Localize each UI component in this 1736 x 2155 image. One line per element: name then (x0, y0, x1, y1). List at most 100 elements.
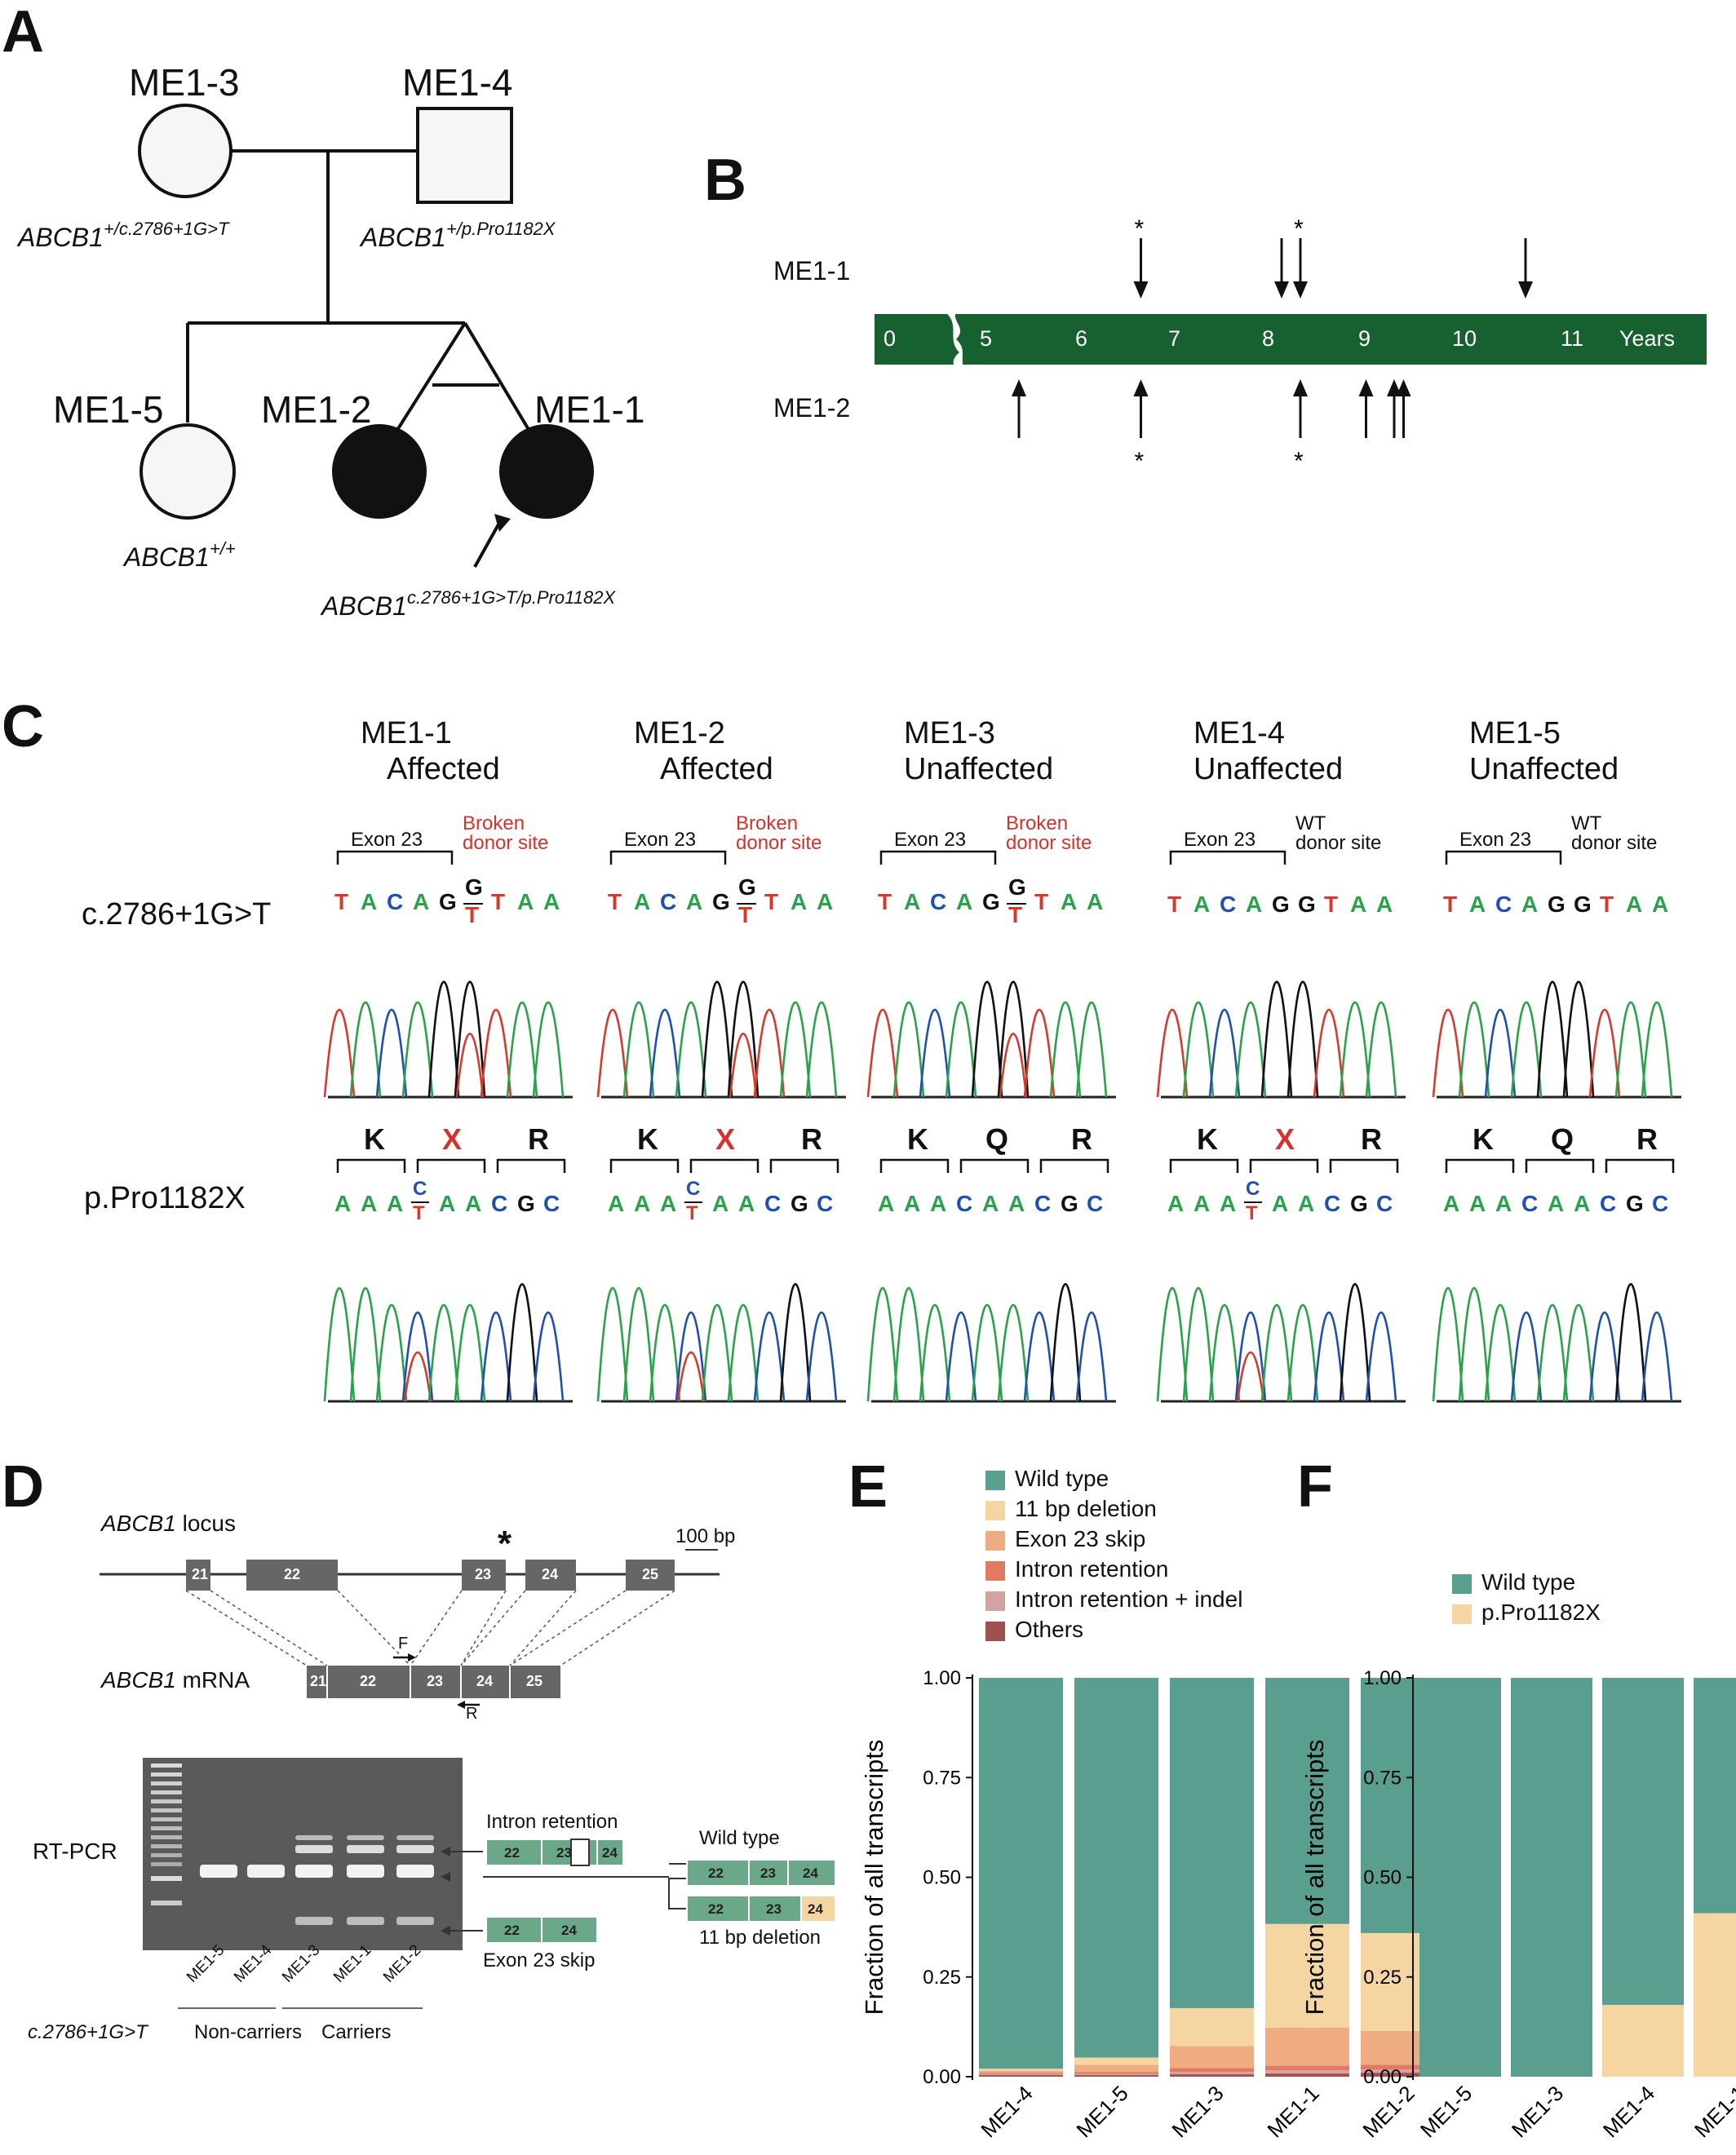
bar-1-intron-retention (1074, 2072, 1158, 2074)
col-4-trace1-peak-7 (1614, 1001, 1647, 1098)
col-1-aa-left: K (637, 1122, 658, 1156)
y-axis-title: Fraction of all transcripts (860, 1740, 888, 2016)
y-tick-label-0: 0.00 (923, 2066, 961, 2088)
legend-label-5: Others (1015, 1617, 1084, 1642)
row1-variant-label: c.2786+1G>T (82, 897, 272, 931)
col-4-aa-bracket-2 (1605, 1158, 1675, 1173)
bar-0-wild-type (979, 1678, 1063, 2069)
col-0-site-line2: donor site (463, 832, 549, 854)
col-2-trace1-peak-5 (997, 980, 1030, 1098)
col-1-seq2-het-t: T (686, 1202, 698, 1224)
col-2-site-line2: donor site (1006, 832, 1092, 854)
panel-label-c: C (2, 694, 44, 759)
col-0-seq2-base-2: A (387, 1191, 404, 1216)
col-1-aa-right: R (801, 1122, 822, 1156)
mrna-22-label: 22 (360, 1673, 377, 1689)
bar-2-wild-type (1170, 1678, 1254, 2008)
col-2-seq2-base-7: G (1061, 1191, 1078, 1216)
col-3-seq1-base-0: T (1167, 892, 1182, 917)
col-2-aa-bracket-2 (1039, 1158, 1109, 1173)
legend-swatch-2 (985, 1531, 1005, 1551)
col-1-seq1-base-2: C (660, 889, 677, 914)
col-3-exon: Exon 23 (1184, 829, 1256, 851)
intron-retention-label: Intron retention (486, 1811, 618, 1833)
col-0-seq1-base-8: A (543, 889, 560, 914)
legend-swatch-0 (985, 1471, 1005, 1490)
col-0-trace2-peak-4 (427, 1304, 460, 1402)
col-4-site-line2: donor site (1571, 832, 1658, 854)
panel-label-b: B (704, 148, 746, 213)
col-4-trace2-peak-7 (1614, 1282, 1647, 1402)
noncarriers-label: Non-carriers (194, 2021, 303, 2043)
col-2-trace2-peak-3 (945, 1311, 977, 1402)
primer-r-label: R (466, 1705, 478, 1723)
col-4-seq2-base-4: A (1548, 1191, 1565, 1216)
col-2-seq1-base-8: A (1087, 889, 1104, 914)
legend-swatch-1 (985, 1501, 1005, 1520)
col-2-status: Unaffected (904, 752, 1054, 786)
timeline-bar (875, 314, 1707, 365)
col-2-aa-bracket-1 (959, 1158, 1030, 1173)
legend-label-2: Exon 23 skip (1015, 1526, 1146, 1551)
col-2-trace1-peak-0 (866, 1008, 899, 1098)
col-1-trace1-peak-6 (753, 1008, 786, 1098)
bar-2-exon-23-skip (1170, 2046, 1254, 2069)
bar-2-wild-type (1602, 1678, 1684, 2005)
gel-lane-4-upper-band (396, 1845, 434, 1853)
col-1-seq1-base-0: T (608, 889, 622, 914)
col-3-trace1-peak-2 (1208, 1008, 1241, 1098)
col-4-trace1-peak-0 (1432, 1008, 1464, 1098)
skip-24: 24 (561, 1923, 577, 1938)
col-2-trace1-peak-7 (1049, 1001, 1082, 1098)
me11-symbol (499, 424, 594, 519)
me15-symbol (140, 423, 236, 520)
col-0-seq2-base-6: C (491, 1191, 508, 1216)
y-tick-label-1: 0.25 (923, 1967, 961, 1989)
me15-label: ME1-5 (53, 388, 164, 431)
col-2-seq1-base-0: T (878, 889, 892, 914)
col-0-seq2-het-t: T (413, 1202, 425, 1224)
col-2-trace1-peak-4 (971, 980, 1003, 1098)
col-0-site-line1: Broken (463, 812, 525, 834)
col-0-aa-right: R (528, 1122, 549, 1156)
panel-label-e: E (848, 1454, 888, 1520)
legend-swatch-0 (1452, 1574, 1472, 1594)
me12-arrowhead-2 (1293, 379, 1308, 396)
legend-swatch-5 (985, 1622, 1005, 1641)
col-2-trace2-peak-6 (1023, 1311, 1056, 1402)
col-1-seq1-het-t: T (738, 902, 753, 927)
col-1-site-line2: donor site (736, 832, 822, 854)
col-3-trace2-peak-8 (1365, 1311, 1397, 1402)
col-3-trace2-peak-0 (1156, 1286, 1189, 1402)
ladder-band-2 (151, 1781, 182, 1786)
me12-star-0: * (1135, 448, 1145, 475)
col-3-seq2-base-6: C (1324, 1191, 1341, 1216)
me12-symbol (332, 424, 427, 519)
col-1-site-line1: Broken (736, 812, 799, 834)
col-0-trace1-het-peak (455, 1033, 485, 1098)
mrna-label: ABCB1 mRNA (101, 1667, 250, 1693)
y-tick-label-4: 1.00 (923, 1667, 961, 1689)
col-2-seq2-base-0: A (878, 1191, 895, 1216)
col-1-seq2-base-0: A (608, 1191, 625, 1216)
me11-star-1: * (1294, 215, 1304, 242)
locus-exon-21 (186, 1560, 210, 1591)
col-1-aa-bracket-0 (609, 1158, 680, 1173)
del11-label: 11 bp deletion (699, 1927, 822, 1949)
col-0-seq2-base-4: A (439, 1191, 456, 1216)
col-3-seq2-base-1: A (1194, 1191, 1211, 1216)
bar-0-wild-type (1419, 1678, 1501, 2077)
bar-3-wild-type (1694, 1678, 1736, 1914)
col-4-trace2-peak-0 (1432, 1286, 1464, 1402)
col-3-seq2-base-4: A (1272, 1191, 1289, 1216)
col-2-trace2-peak-4 (971, 1304, 1003, 1402)
ladder-band-5 (151, 1808, 182, 1812)
col-1-trace2-peak-1 (622, 1286, 655, 1402)
col-0-trace1-peak-6 (480, 1008, 512, 1098)
col-3-seq2-base-2: A (1220, 1191, 1237, 1216)
col-3-trace2-peak-6 (1313, 1311, 1345, 1402)
skip-22: 22 (504, 1923, 520, 1938)
col-4-aa-bracket-1 (1525, 1158, 1595, 1173)
ladder-band-10 (151, 1853, 182, 1857)
col-3-trace2-peak-1 (1182, 1286, 1215, 1402)
